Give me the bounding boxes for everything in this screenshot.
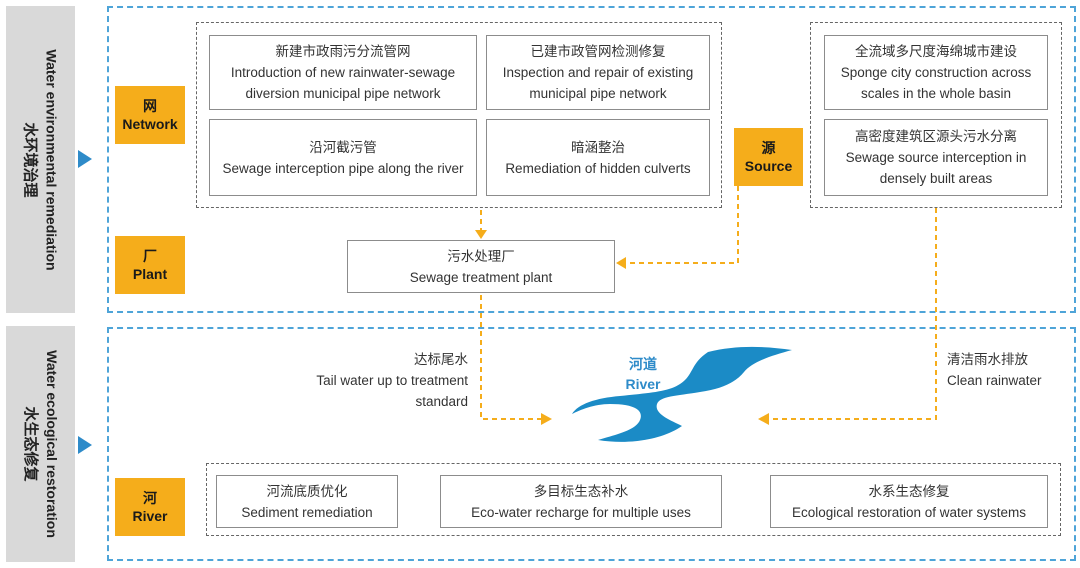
clean-rain-label: 清洁雨水排放 Clean rainwater [947,352,1042,388]
network-group [196,22,722,208]
source-group [810,22,1062,208]
arrowhead-left [616,257,626,269]
network-box-interception: 沿河截污管 Sewage interception pipe along the… [209,119,477,196]
ecological-panel [107,327,1076,561]
river-measures-group [206,463,1061,536]
arrowhead-right [541,413,552,425]
arrowhead-left [758,413,769,425]
plant-box: 污水处理厂 Sewage treatment plant [347,240,615,293]
tag-source: 源 Source [734,128,803,186]
section-bar-environmental: Water environmental remediation 水环境治理 [6,6,75,313]
river-box-sediment: 河流底质优化 Sediment remediation [216,475,398,528]
tail-water-label: 达标尾水 Tail water up to treatment standard [316,352,468,409]
network-box-inspection: 已建市政管网检测修复 Inspection and repair of exis… [486,35,710,110]
arrow-source-to-plant [628,186,739,264]
source-box-sponge-city: 全流域多尺度海绵城市建设 Sponge city construction ac… [824,35,1048,110]
source-box-interception: 高密度建筑区源头污水分离 Sewage source interception … [824,119,1048,196]
triangle-right-icon [78,150,92,168]
arrow-source-to-river [768,208,937,420]
river-box-ecological: 水系生态修复 Ecological restoration of water s… [770,475,1048,528]
arrow-plant-to-river [480,295,541,420]
environmental-panel [107,6,1076,313]
river-center-label: 河道 River [625,356,661,392]
network-box-new-pipe: 新建市政雨污分流管网 Introduction of new rainwater… [209,35,477,110]
tag-plant: 厂 Plant [115,236,185,294]
tag-river: 河 River [115,478,185,536]
river-box-eco-water: 多目标生态补水 Eco-water recharge for multiple … [440,475,722,528]
river-shape [572,346,792,442]
network-box-culverts: 暗涵整治 Remediation of hidden culverts [486,119,710,196]
arrowhead-down [475,230,487,239]
section-bar-ecological: Water ecological restoration 水生态修复 [6,326,75,562]
tag-network: 网 Network [115,86,185,144]
triangle-right-icon [78,436,92,454]
